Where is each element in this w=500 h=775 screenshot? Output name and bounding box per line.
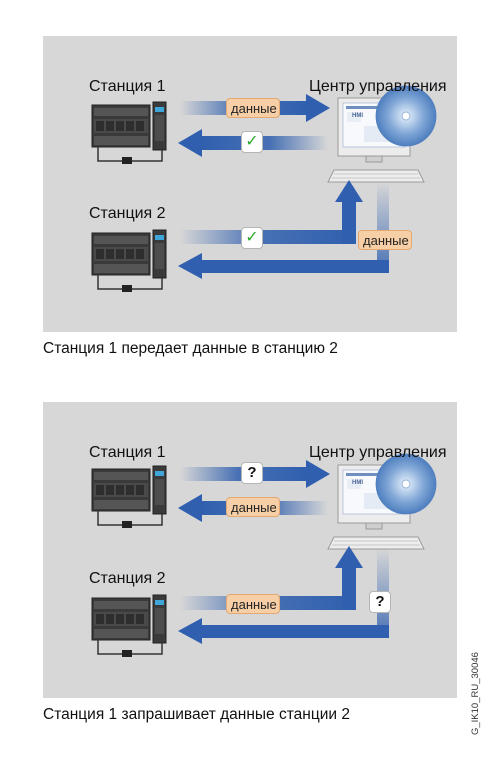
- scenario-1-arrow-station2-to-center: [180, 180, 363, 244]
- scenario-1-station-2-label: Станция 2: [89, 205, 166, 222]
- scenario-1-control-center-pc: [327, 85, 437, 183]
- scenario-1-station-1-label: Станция 1: [89, 78, 166, 95]
- scenario-2-caption: Станция 1 запрашивает данные станции 2: [43, 706, 350, 723]
- scenario-1-data-tag-top: данные: [226, 98, 280, 118]
- scenario-2-data-tag-return: данные: [226, 497, 280, 517]
- scenario-1-control-center-label: Центр управления: [309, 78, 447, 95]
- scenario-2-control-center-pc: [327, 453, 437, 550]
- figure-code: G_IK10_RU_30046: [470, 652, 481, 735]
- scenario-1-caption: Станция 1 передает данные в станцию 2: [43, 340, 338, 357]
- scenario-1-data-tag-right: данные: [358, 230, 412, 250]
- scenario-1-check-icon-bottom: ✓: [241, 227, 263, 249]
- scenario-2-question-icon-right: ?: [369, 591, 391, 613]
- scenario-2-station-2-label: Станция 2: [89, 570, 166, 587]
- scenario-2-hmi-label: HMI: [352, 480, 363, 486]
- scenario-1-station-1: [91, 101, 167, 165]
- scenario-2-data-tag-station2: данные: [226, 594, 280, 614]
- scenario-2-station-2: [91, 594, 167, 658]
- scenario-2-station-1-label: Станция 1: [89, 444, 166, 461]
- scenario-2-question-icon-top: ?: [241, 462, 263, 484]
- scenario-2-station-1: [91, 465, 167, 529]
- scenario-1-station-2: [91, 229, 167, 293]
- scenario-1-arrow-center-to-station1: [178, 129, 328, 157]
- scenario-2-control-center-label: Центр управления: [309, 444, 447, 461]
- scenario-1-check-icon-top: ✓: [241, 131, 263, 153]
- scenario-1-hmi-label: HMI: [352, 113, 363, 119]
